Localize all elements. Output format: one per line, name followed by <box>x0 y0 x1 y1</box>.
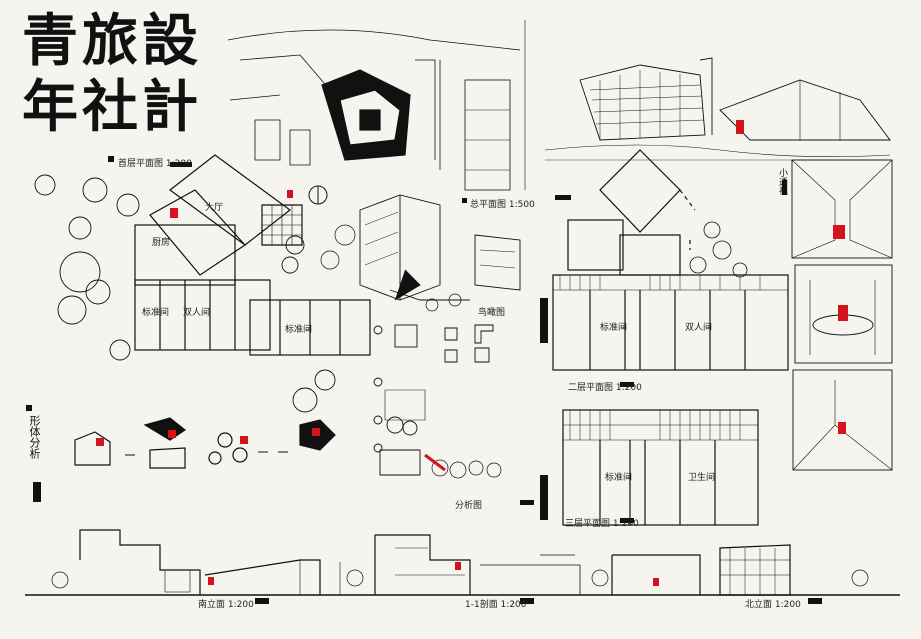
ground-floor-plan <box>134 154 371 356</box>
room-label-dorm-3: 标准间 <box>600 323 628 333</box>
ground-floor-plan-label: 首层平面图 1:200 <box>118 159 192 169</box>
perspective-side-label: 小透视 <box>777 168 787 195</box>
form-analysis <box>74 417 336 469</box>
roof-plan <box>567 149 748 278</box>
section-label: 1-1剖面 1:200 <box>465 600 527 610</box>
label-bars <box>26 156 822 604</box>
room-label-kitchen: 厨房 <box>152 238 171 248</box>
analysis-diagrams <box>373 324 502 479</box>
second-floor-plan <box>552 274 789 371</box>
room-label-twin-1: 双人间 <box>183 308 211 318</box>
second-floor-plan-label: 二层平面图 1:200 <box>568 383 642 393</box>
site-plan-label: 总平面图 1:500 <box>470 200 535 210</box>
room-label-dorm-4: 标准间 <box>605 473 633 483</box>
title-line-2: 年社計 <box>22 74 202 140</box>
trees-left <box>34 174 336 413</box>
perspective-main <box>544 57 891 161</box>
title-line-1: 青旅設 <box>22 8 202 74</box>
third-floor-plan <box>562 409 759 526</box>
room-label-restroom: 卫生间 <box>688 473 716 483</box>
room-label-lobby: 大厅 <box>205 203 224 213</box>
elevations-strip <box>25 529 900 596</box>
board-title: 青旅設 年社計 <box>22 8 227 140</box>
third-floor-plan-label: 三层平面图 1:200 <box>565 519 639 529</box>
red-accents <box>96 120 848 586</box>
analysis-diagram-label: 分析图 <box>455 501 483 511</box>
room-label-dorm-1: 标准间 <box>142 308 170 318</box>
site-plan <box>227 20 526 205</box>
form-analysis-label: 形体分析 <box>28 415 41 459</box>
axonometric-label: 鸟瞰图 <box>478 308 506 318</box>
room-label-dorm-2: 标准间 <box>285 325 313 335</box>
side-elevation-label: 北立面 1:200 <box>745 600 801 610</box>
perspective-column <box>791 159 893 471</box>
axonometric-view <box>320 194 521 312</box>
front-elevation-label: 南立面 1:200 <box>198 600 254 610</box>
room-label-twin-2: 双人间 <box>685 323 713 333</box>
